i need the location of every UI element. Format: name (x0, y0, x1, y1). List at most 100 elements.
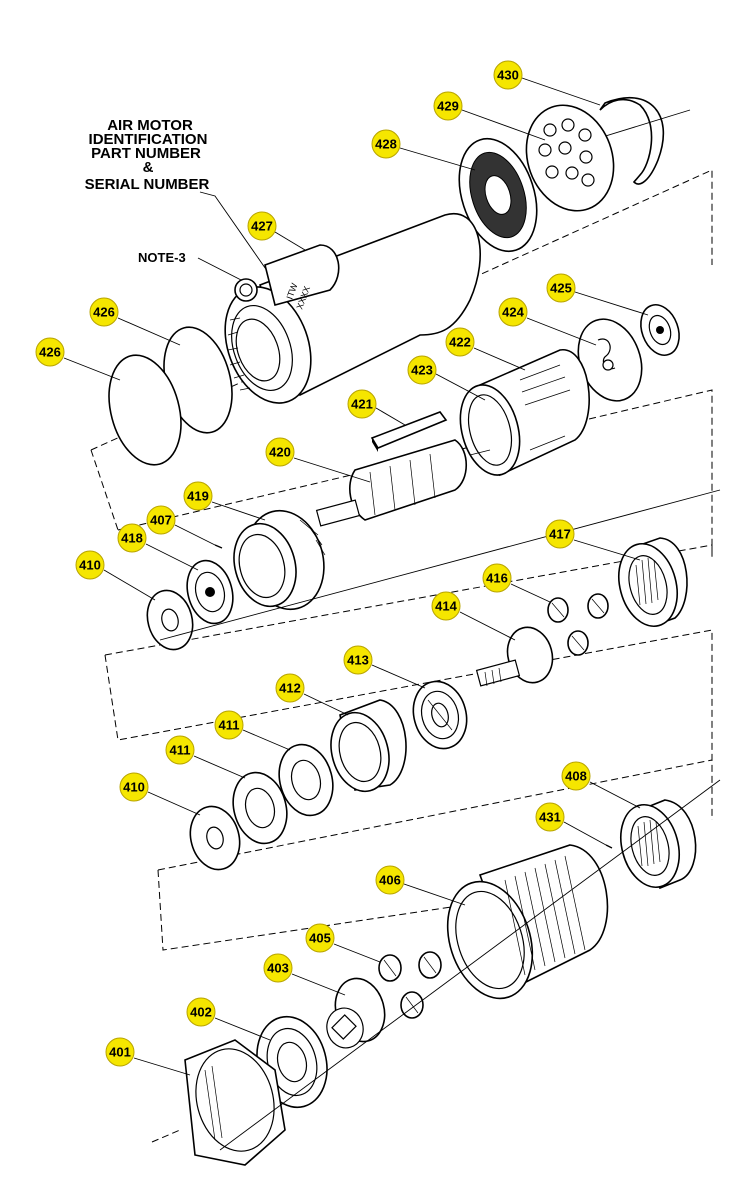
part-417-ring-gear (618, 537, 688, 628)
callout-428-label: 428 (375, 137, 397, 152)
callout-426-upper-label: 426 (93, 305, 115, 320)
callout-411-right: 411 (214, 710, 291, 751)
assembly-outline-5 (151, 1129, 181, 1143)
part-412-sleeve (330, 699, 407, 793)
part-411-washer-right (278, 743, 334, 817)
callout-422: 422 (445, 327, 526, 371)
callout-406: 406 (375, 865, 466, 906)
header-line-2: IDENTIFICATION (89, 131, 208, 148)
callout-405-label: 405 (309, 931, 331, 946)
part-425-bearing (640, 304, 680, 356)
part-419-bearing-plate (233, 509, 326, 611)
callout-419-label: 419 (187, 489, 209, 504)
part-426-o-ring-outer (108, 354, 182, 466)
part-418-bearing (186, 559, 234, 625)
part-414-spindle-carrier (475, 626, 554, 687)
callout-424-label: 424 (502, 305, 524, 320)
callout-410-upper-label: 410 (79, 558, 101, 573)
callout-411-left-label: 411 (170, 743, 191, 758)
callout-431: 431 (535, 802, 607, 846)
callout-426-lower-label: 426 (39, 345, 61, 360)
part-410-spacer-upper (146, 589, 194, 651)
assembly-outline-4b (157, 759, 713, 871)
callout-414-label: 414 (435, 599, 457, 614)
callout-421: 421 (347, 389, 406, 426)
header-line-1: AIR MOTOR (107, 117, 193, 134)
callout-427: 427 (247, 211, 306, 251)
callout-402-label: 402 (190, 1005, 212, 1020)
note-label: NOTE-3 (138, 250, 186, 265)
callout-431-label: 431 (539, 810, 561, 825)
callout-407-label: 407 (150, 513, 172, 528)
callout-406-label: 406 (379, 873, 401, 888)
callout-416: 416 (482, 563, 551, 603)
part-406-gear-case (446, 844, 609, 1000)
axis-line-bottom (219, 779, 721, 1151)
callout-410-upper: 410 (75, 550, 156, 601)
callout-422-label: 422 (449, 335, 471, 350)
callout-421-label: 421 (351, 397, 373, 412)
callout-416-label: 416 (486, 571, 508, 586)
assembly-outline-3 (104, 629, 713, 820)
part-403-planet-carrier (326, 977, 386, 1049)
callout-424: 424 (498, 297, 597, 346)
callout-420-label: 420 (269, 445, 291, 460)
callout-418: 418 (117, 523, 199, 571)
part-405-planet-gears (378, 951, 442, 1019)
callout-408: 408 (561, 761, 641, 809)
callout-425-label: 425 (550, 281, 572, 296)
callout-427-label: 427 (251, 219, 273, 234)
callout-429-label: 429 (437, 99, 459, 114)
callout-423-label: 423 (411, 363, 433, 378)
callout-405: 405 (305, 923, 381, 963)
callout-420: 420 (265, 437, 371, 483)
callout-418-label: 418 (121, 531, 143, 546)
callout-430: 430 (493, 60, 601, 106)
part-401-hex-nut (184, 1039, 286, 1166)
assembly-outline-2 (117, 389, 713, 560)
callout-401: 401 (105, 1037, 191, 1076)
callout-423: 423 (407, 355, 486, 401)
part-411-washer-left (232, 771, 288, 845)
callout-411-left: 411 (165, 735, 246, 779)
air-motor-identification-header: AIR MOTOR IDENTIFICATION PART NUMBER & S… (85, 117, 210, 193)
callout-410-lower-label: 410 (123, 780, 145, 795)
callout-410-lower: 410 (119, 772, 201, 816)
assembly-outline-1b (90, 449, 119, 531)
header-line-3: PART NUMBER (91, 145, 201, 162)
part-407-pin (214, 544, 223, 549)
part-416-planet-gears (547, 593, 609, 656)
header-line-4: & (143, 159, 154, 176)
callout-401-label: 401 (109, 1045, 131, 1060)
assembly-outline-4 (157, 869, 566, 951)
part-413-bearing (412, 680, 468, 750)
callout-426-upper: 426 (89, 297, 181, 346)
part-421-vane (370, 411, 448, 452)
header-line-5: SERIAL NUMBER (85, 176, 210, 193)
callout-402: 402 (186, 997, 271, 1041)
callout-428: 428 (371, 129, 476, 171)
assembly-outline-2b (104, 544, 713, 656)
part-410-spacer-lower (189, 805, 241, 871)
part-429-perforated-plate (525, 104, 615, 212)
callout-412: 412 (275, 673, 349, 716)
part-420-rotor (315, 439, 491, 527)
callout-425: 425 (546, 273, 649, 316)
part-431-pin (605, 844, 613, 849)
part-424-end-plate (577, 318, 643, 402)
callout-429: 429 (433, 91, 546, 141)
part-427-motor-housing: ITW XXXX (224, 212, 481, 404)
callout-411-right-label: 411 (219, 718, 240, 733)
callout-403-label: 403 (267, 961, 289, 976)
part-408-ring-gear (620, 799, 697, 890)
callout-426-lower: 426 (35, 337, 121, 381)
callout-413: 413 (343, 645, 426, 689)
callout-412-label: 412 (279, 681, 301, 696)
header-leader-line (199, 191, 271, 276)
part-422-cylinder (459, 349, 590, 477)
callout-407: 407 (146, 505, 216, 546)
note-leader-line (197, 257, 246, 283)
axis-line-middle (159, 489, 721, 641)
callout-417: 417 (545, 519, 641, 561)
callout-408-label: 408 (565, 769, 587, 784)
